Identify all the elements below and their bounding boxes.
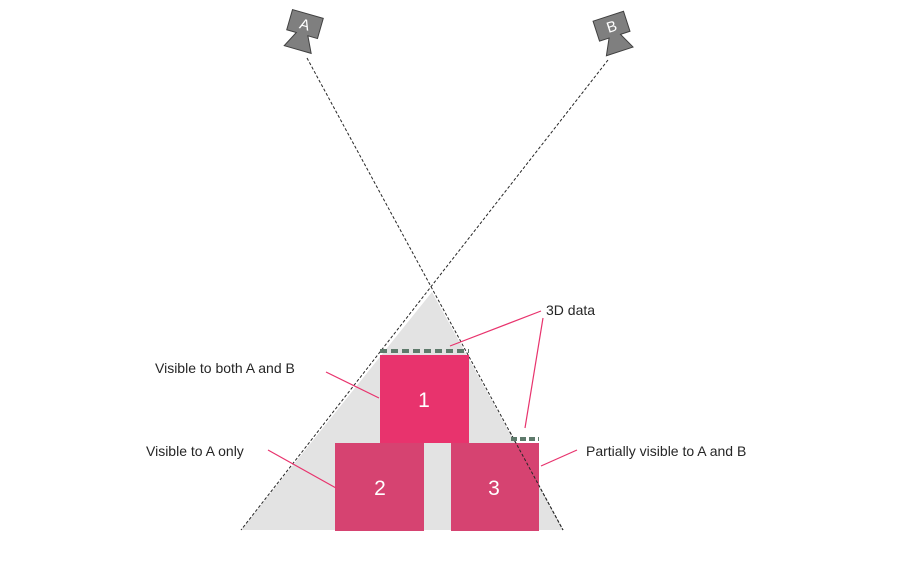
sight-line-b [240, 59, 609, 531]
callout-line-visible-a-only [267, 449, 337, 489]
annotation-visible-both: Visible to both A and B [155, 360, 295, 376]
box-1-label: 1 [418, 389, 430, 412]
callout-line-visible-both [325, 371, 380, 399]
camera-b-icon: B [592, 10, 634, 57]
callout-line-3d-data-2 [524, 317, 544, 429]
sight-line-a-over-box [509, 431, 564, 531]
box-3-label: 3 [488, 477, 500, 500]
annotation-partially-visible: Partially visible to A and B [586, 443, 746, 459]
box-2 [335, 443, 424, 531]
camera-b-label: B [604, 18, 619, 37]
callout-line-3d-data-1 [449, 310, 542, 347]
camera-a-icon: A [283, 8, 324, 55]
annotation-visible-a-only: Visible to A only [146, 443, 244, 459]
camera-a-label: A [298, 15, 312, 34]
box-2-label: 2 [374, 477, 386, 500]
callout-line-partially-visible [540, 449, 578, 467]
box-1 [380, 355, 469, 443]
box-3 [451, 443, 539, 531]
annotation-3d-data: 3D data [546, 302, 595, 318]
